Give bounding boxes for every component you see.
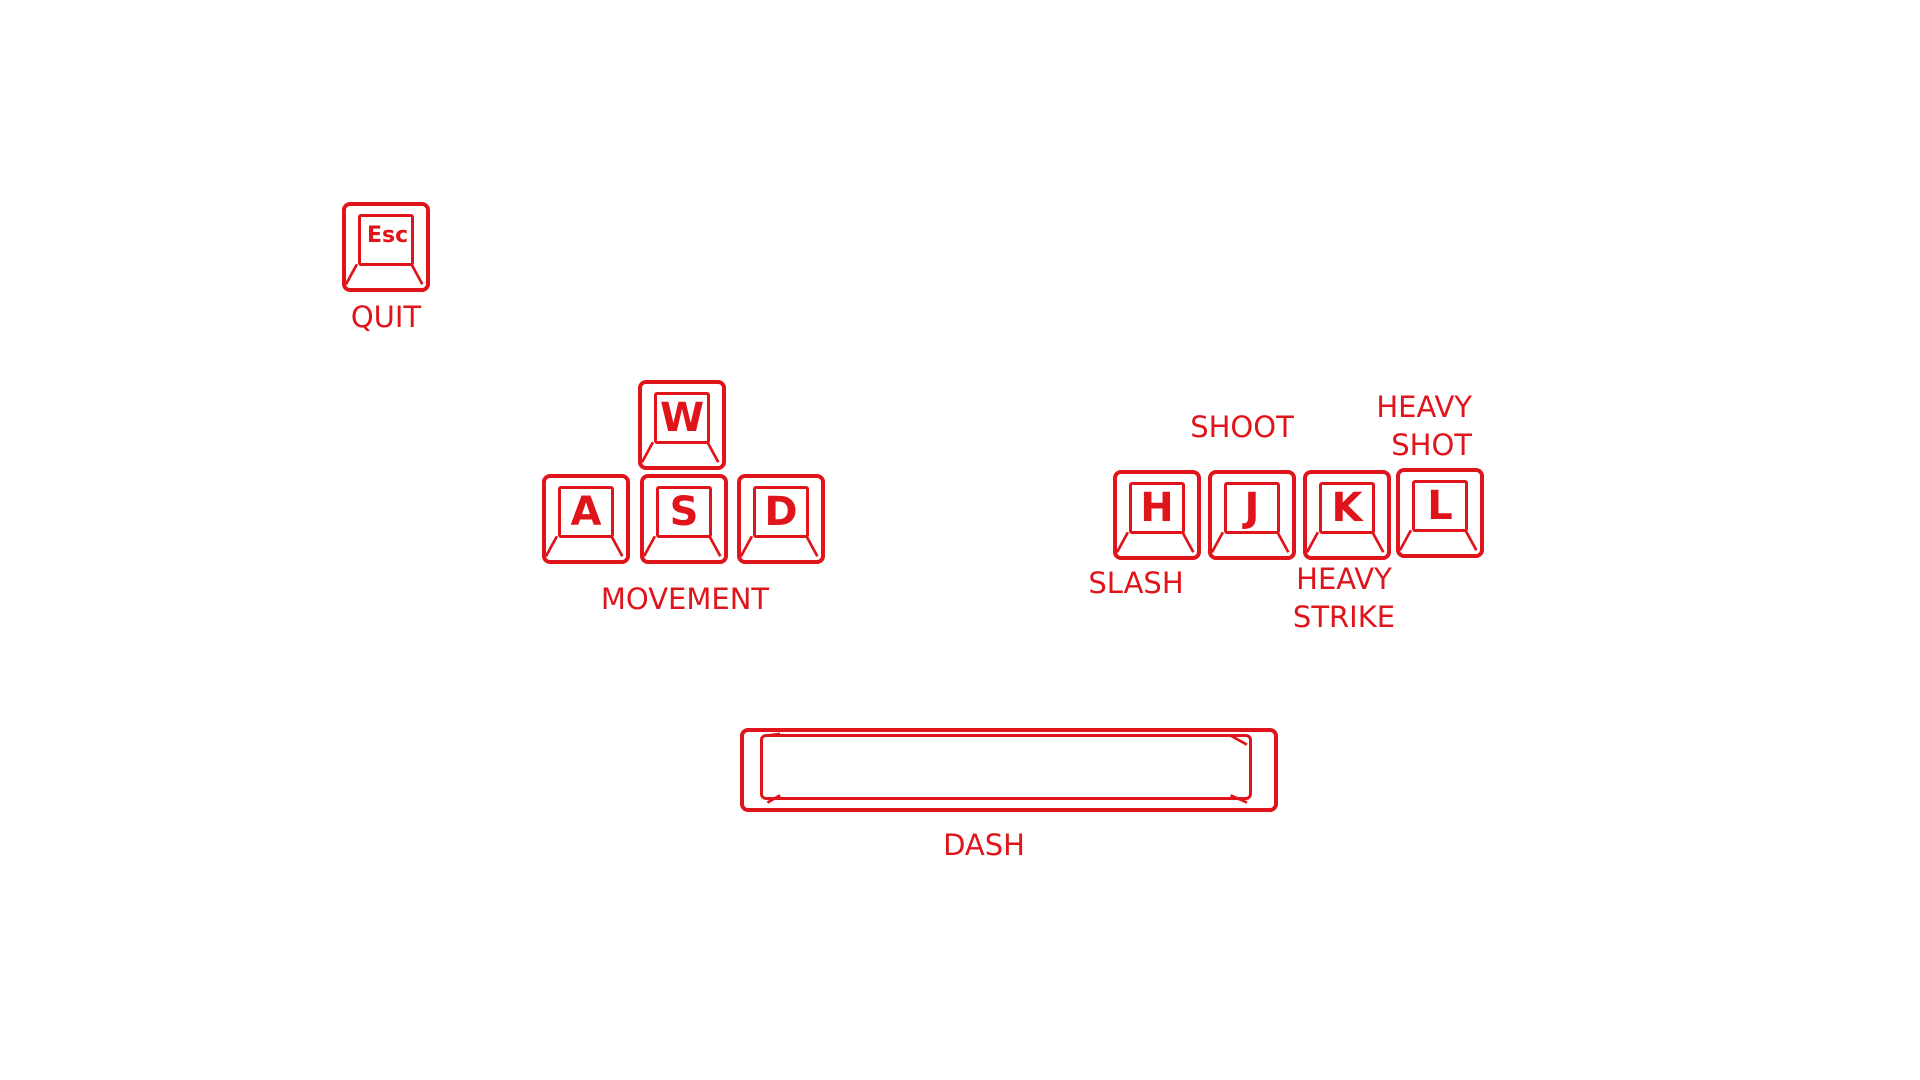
- a-key: A: [542, 474, 630, 564]
- heavy-shot-label-line2: SHOT: [1391, 428, 1472, 462]
- a-key-label: A: [558, 486, 614, 538]
- spacebar-key: [740, 728, 1278, 812]
- d-key: D: [737, 474, 825, 564]
- s-key: S: [640, 474, 728, 564]
- esc-key-bevel: [344, 263, 424, 285]
- j-key: J: [1208, 470, 1296, 560]
- movement-label: MOVEMENT: [600, 582, 770, 616]
- j-key-bevel: [1210, 531, 1290, 553]
- s-key-label: S: [656, 486, 712, 538]
- d-key-bevel: [739, 535, 819, 557]
- spacebar-key-face: [760, 734, 1252, 800]
- esc-key: Esc: [342, 202, 430, 292]
- heavy-strike-label-line1: HEAVY: [1296, 562, 1392, 596]
- dash-label: DASH: [943, 828, 1025, 862]
- w-key-label: W: [654, 392, 710, 444]
- heavy-strike-label-line2: STRIKE: [1292, 600, 1396, 634]
- quit-label: QUIT: [350, 300, 422, 334]
- h-key-label: H: [1129, 482, 1185, 534]
- k-key-label: K: [1319, 482, 1375, 534]
- w-key-bevel: [640, 441, 720, 463]
- s-key-bevel: [642, 535, 722, 557]
- esc-key-label: Esc: [358, 214, 414, 266]
- l-key-label: L: [1412, 480, 1468, 532]
- d-key-label: D: [753, 486, 809, 538]
- j-key-label: J: [1224, 482, 1280, 534]
- k-key: K: [1303, 470, 1391, 560]
- h-key: H: [1113, 470, 1201, 560]
- k-key-bevel: [1305, 531, 1385, 553]
- l-key: L: [1396, 468, 1484, 558]
- h-key-bevel: [1115, 531, 1195, 553]
- shoot-label: SHOOT: [1190, 410, 1294, 444]
- l-key-bevel: [1398, 529, 1478, 551]
- heavy-shot-label-line1: HEAVY: [1376, 390, 1472, 424]
- slash-label: SLASH: [1088, 566, 1184, 600]
- w-key: W: [638, 380, 726, 470]
- a-key-bevel: [544, 535, 624, 557]
